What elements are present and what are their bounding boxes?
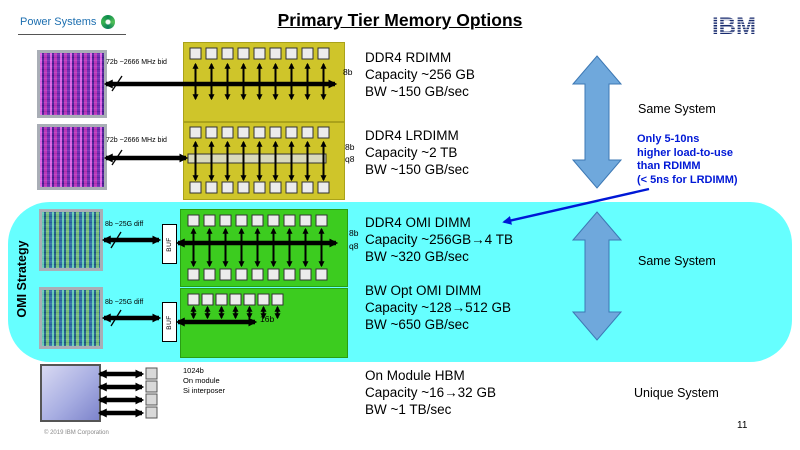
omi-dimm-block [180,209,348,287]
option-capacity: Capacity ~256GB→4 TB [365,232,513,247]
hbm-io-chips [145,367,158,419]
option-capacity: Capacity ~16→32 GB [365,385,496,400]
option-name: DDR4 OMI DIMM [365,215,471,230]
omi-link-label: 8b ~25G diff [105,221,144,228]
omi-width-label-1: 8b [349,228,359,238]
option-bandwidth: BW ~150 GB/sec [365,84,469,99]
same-system-label-top: Same System [638,102,716,116]
bwopt-link-label: 8b ~25G diff [105,299,144,306]
option-name: BW Opt OMI DIMM [365,283,482,298]
buffer-label: BUF [166,236,173,252]
option-bandwidth: BW ~320 GB/sec [365,249,469,264]
lrdimm-width-label-1: 8b [345,142,355,152]
memory-option-rdimm: DDR4 RDIMM Capacity ~256 GB BW ~150 GB/s… [365,49,475,100]
power-systems-logo-icon [101,15,116,29]
omi-strategy-label: OMI Strategy [15,240,29,318]
bwopt-buffer-chip: BUF [162,302,177,342]
brand-divider [18,34,126,35]
ibm-logo-icon: IBM [712,13,756,38]
omi-width-label-2: q8 [349,241,359,251]
processor-die-image-lrdimm [37,124,107,190]
lrdimm-link-label: 72b ~2666 MHz bid [106,137,167,144]
rdimm-width-label: 8b [343,67,353,77]
option-name: DDR4 RDIMM [365,50,452,65]
processor-die-image-omi [39,209,103,271]
lrdimm-width-label-2: q8 [345,154,355,164]
rdimm-link-label: 72b ~2666 MHz bid [106,59,167,66]
page-number: 11 [737,420,748,431]
same-system-label-bottom: Same System [638,254,716,268]
option-capacity: Capacity ~128→512 GB [365,300,511,315]
unique-system-label: Unique System [634,386,719,400]
power-systems-brand: Power Systems [20,15,116,29]
memory-option-hbm: On Module HBM Capacity ~16→32 GB BW ~1 T… [365,367,496,418]
rdimm-block [183,42,345,122]
option-bandwidth: BW ~650 GB/sec [365,317,469,332]
option-capacity: Capacity ~2 TB [365,145,458,160]
hbm-module-image [40,364,101,422]
option-bandwidth: BW ~1 TB/sec [365,402,452,417]
brand-name: Power Systems [20,16,97,28]
lrdimm-block [183,122,345,200]
omi-strategy-region [8,202,792,362]
bwopt-width-label: 16b [260,314,275,324]
ibm-logo-text: IBM [712,13,756,38]
page-title: Primary Tier Memory Options [277,10,523,30]
option-name: DDR4 LRDIMM [365,128,459,143]
option-capacity: Capacity ~256 GB [365,67,475,82]
copyright-text: © 2019 IBM Corporation [44,430,109,436]
memory-option-lrdimm: DDR4 LRDIMM Capacity ~2 TB BW ~150 GB/se… [365,127,469,178]
option-name: On Module HBM [365,368,465,383]
hbm-link-label: 1024b On module Si interposer [183,366,226,395]
memory-option-bwopt: BW Opt OMI DIMM Capacity ~128→512 GB BW … [365,282,511,333]
processor-die-image-rdimm [37,50,107,118]
processor-die-image-bwopt [39,287,103,349]
memory-option-omi: DDR4 OMI DIMM Capacity ~256GB→4 TB BW ~3… [365,214,513,265]
latency-note: Only 5-10ns higher load-to-use than RDIM… [637,133,738,186]
option-bandwidth: BW ~150 GB/sec [365,162,469,177]
same-system-arrow-top [571,55,623,189]
buffer-label: BUF [166,314,173,330]
omi-buffer-chip: BUF [162,224,177,264]
